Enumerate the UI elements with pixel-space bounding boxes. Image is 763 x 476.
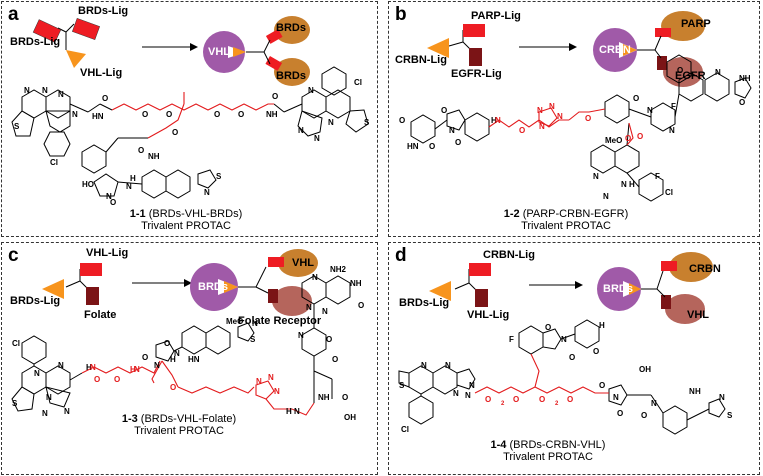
brds-protein xyxy=(597,267,641,311)
brds-ligand-shape xyxy=(72,17,100,41)
panel-d: d xyxy=(388,242,760,475)
crbn-protein xyxy=(593,28,637,72)
ligand-label: Folate xyxy=(84,309,117,321)
ligand-label: BRDs-Lig xyxy=(399,297,450,309)
protein-label: VHL xyxy=(292,257,314,269)
compound-caption: 1-4 (BRDs-CRBN-VHL) Trivalent PROTAC xyxy=(483,439,613,463)
vhl-ligand-shape xyxy=(66,50,86,68)
ligand-label: VHL-Lig xyxy=(80,67,123,79)
panel-label: c xyxy=(8,245,19,266)
compound-type: Trivalent PROTAC xyxy=(503,451,593,463)
ligand-label: BRDs-Lig xyxy=(10,295,61,307)
compound-desc: (BRDs-VHL-BRDs) xyxy=(148,208,243,220)
ligand-label: VHL-Lig xyxy=(86,247,129,259)
protein-label: CRBN xyxy=(599,44,631,56)
protein-label: VHL xyxy=(687,309,709,321)
compound-desc: (PARP-CRBN-EGFR) xyxy=(522,208,629,220)
compound-caption: 1-3 (BRDs-VHL-Folate) Trivalent PROTAC xyxy=(114,413,244,437)
compound-caption: 1-2 (PARP-CRBN-EGFR) Trivalent PROTAC xyxy=(501,208,631,232)
vhl-ligand-shape xyxy=(475,289,488,307)
protein-label: VHL xyxy=(208,46,230,58)
ligand-label: CRBN-Lig xyxy=(483,249,535,261)
panel-label: d xyxy=(395,245,407,266)
parp-ligand-shape xyxy=(463,24,485,37)
crbn-protein xyxy=(669,252,713,282)
crbn-ligand-shape xyxy=(469,263,491,276)
protein-label: PARP xyxy=(681,18,711,30)
compound-id: 1-3 xyxy=(121,413,138,425)
ligand-label: BRDs-Lig xyxy=(78,5,129,17)
parp-protein xyxy=(661,11,705,41)
panel-a: a xyxy=(1,1,378,237)
protein-label: BRDs xyxy=(276,70,306,82)
vhl-protein xyxy=(665,294,705,324)
panel-b: b xyxy=(388,1,760,237)
compound-caption: 1-1 (BRDs-VHL-BRDs) Trivalent PROTAC xyxy=(126,208,246,232)
vhl-ligand-shape xyxy=(80,263,102,276)
protein-label: CRBN xyxy=(689,263,721,275)
compound-type: Trivalent PROTAC xyxy=(141,220,231,232)
ligand-label: EGFR-Lig xyxy=(451,68,502,80)
protein-label: BRDs xyxy=(198,281,228,293)
panel-c: c xyxy=(1,242,378,475)
brds-ligand-shape xyxy=(32,19,62,43)
compound-type: Trivalent PROTAC xyxy=(521,220,611,232)
panel-label: a xyxy=(8,4,19,25)
ligand-label: VHL-Lig xyxy=(467,309,510,321)
brds-ligand-shape xyxy=(42,279,64,299)
vhl-protein xyxy=(278,249,318,277)
compound-id: 1-2 xyxy=(503,208,520,220)
vhl-protein xyxy=(203,31,245,73)
compound-id: 1-1 xyxy=(129,208,146,220)
compound-type: Trivalent PROTAC xyxy=(134,425,224,437)
schematic-a xyxy=(11,16,369,199)
ligand-label: PARP-Lig xyxy=(471,10,521,22)
protein-label: Folate Receptor xyxy=(238,315,322,327)
ligand-label: CRBN-Lig xyxy=(395,54,447,66)
brds-ligand-shape xyxy=(429,281,451,301)
schematic-c xyxy=(11,249,351,416)
folate-ligand-shape xyxy=(86,287,99,305)
protein-label: BRDs xyxy=(276,22,306,34)
compound-desc: (BRDs-VHL-Folate) xyxy=(140,413,237,425)
brds-protein xyxy=(274,58,310,86)
schematic-d xyxy=(398,252,726,435)
crbn-ligand-shape xyxy=(427,38,449,58)
egfr-ligand-shape xyxy=(469,48,482,66)
compound-id: 1-4 xyxy=(490,439,507,451)
schematic-b xyxy=(410,11,752,202)
brds-protein xyxy=(190,263,238,311)
compound-desc: (BRDs-CRBN-VHL) xyxy=(509,439,606,451)
ligand-label: BRDs-Lig xyxy=(10,36,61,48)
panel-label: b xyxy=(395,4,407,25)
protein-label: BRDs xyxy=(603,283,633,295)
protein-label: EGFR xyxy=(675,70,706,82)
brds-protein xyxy=(274,16,310,44)
